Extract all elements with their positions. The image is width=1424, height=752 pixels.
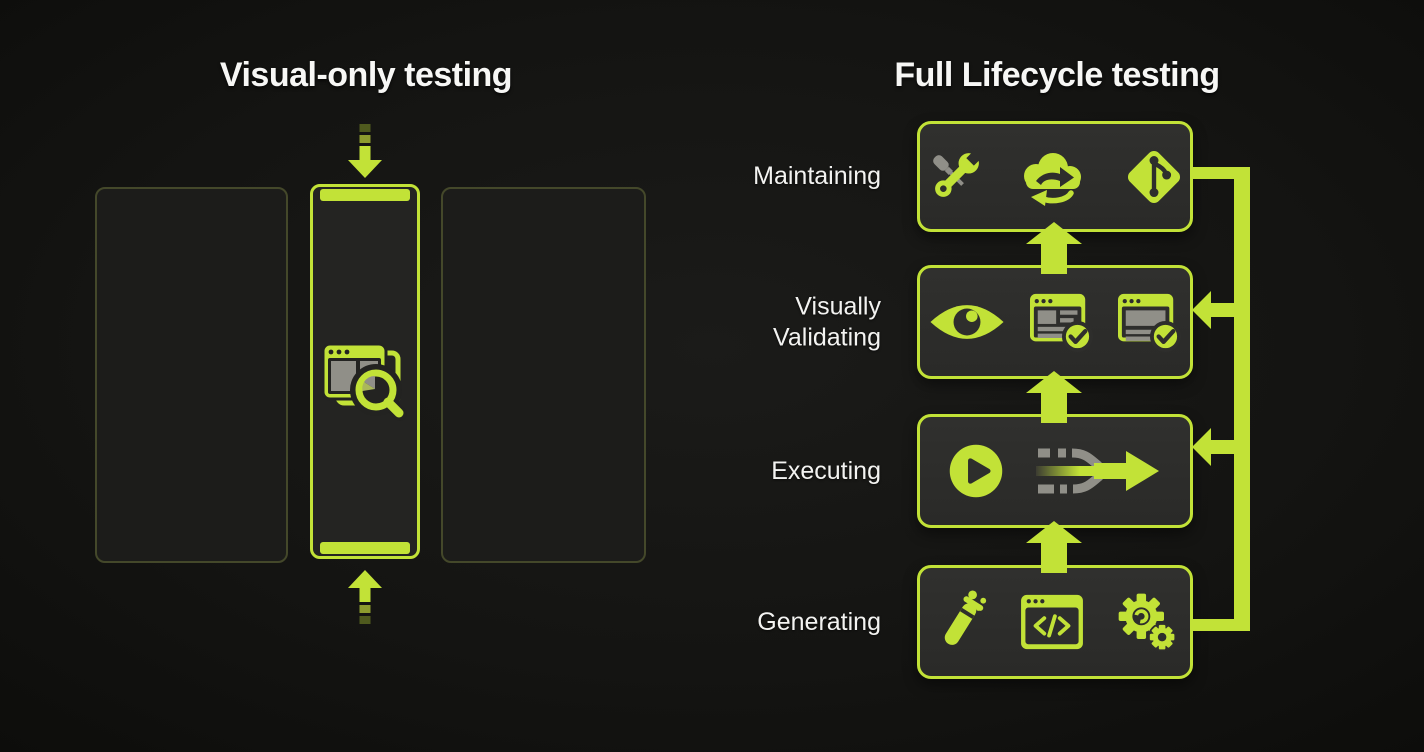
stage-label-visually-validating: Visually Validating [773, 292, 881, 352]
code-window-icon [1021, 594, 1083, 650]
stage-label-maintaining: Maintaining [753, 161, 881, 190]
stage-box-generating [917, 565, 1193, 679]
test-tube-icon [944, 590, 987, 645]
stage-label-executing: Executing [771, 456, 881, 485]
center-panel-bottom-bar [320, 542, 410, 554]
stage-box-maintaining [917, 121, 1193, 232]
browser-magnifier-icon [321, 342, 407, 421]
cloud-sync-icon [1024, 152, 1081, 206]
pipeline-merge-icon [1036, 448, 1159, 494]
tools-icon [933, 149, 983, 197]
gears-icon [1118, 593, 1177, 652]
dashed-arrow-up-icon [348, 570, 382, 624]
side-panel-right [441, 187, 646, 563]
up-arrow-generating-to-executing [1026, 521, 1082, 573]
center-panel-top-bar [320, 189, 410, 201]
browser-check-icon [1030, 293, 1093, 353]
browser-check-icon [1118, 293, 1181, 353]
dashed-arrow-down-icon [348, 124, 382, 178]
feedback-loop [1192, 167, 1250, 631]
up-arrow-validating-to-maintaining [1026, 222, 1082, 274]
left-diagram-title: Visual-only testing [219, 56, 513, 94]
stage-box-executing [917, 414, 1193, 528]
stage-label-generating: Generating [757, 607, 881, 636]
up-arrow-executing-to-validating [1026, 371, 1082, 423]
git-branch-icon [1127, 150, 1181, 203]
stage-box-visually-validating [917, 265, 1193, 379]
right-diagram-title: Full Lifecycle testing [894, 56, 1220, 94]
side-panel-left [95, 187, 288, 563]
eye-icon [930, 305, 1004, 339]
play-icon [949, 444, 1003, 498]
